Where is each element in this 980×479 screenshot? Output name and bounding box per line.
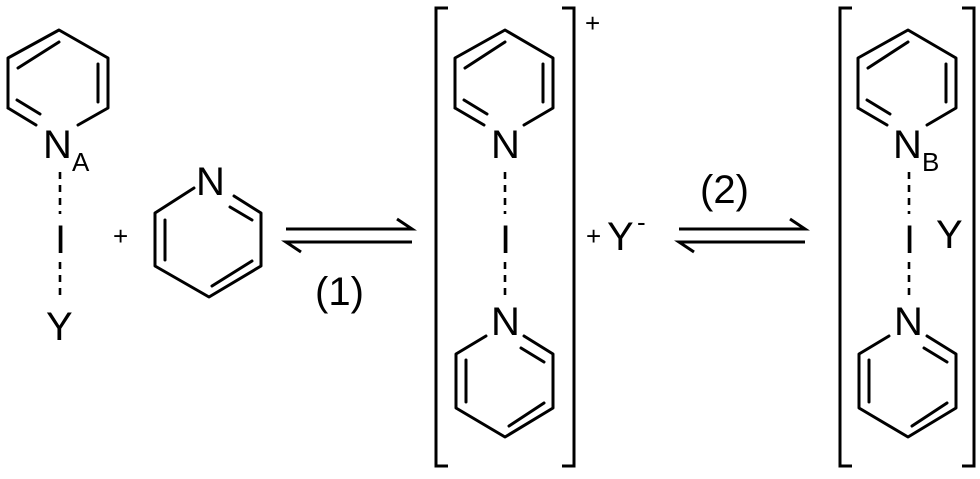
step-1-label: (1): [315, 270, 364, 314]
ion-pair-anion-y: Y: [936, 213, 963, 257]
pyridine-ring-cation-bottom: [454, 334, 555, 439]
pyridine-ring-ion-pair-bottom: [857, 334, 958, 439]
ion-pair-nitrogen-bottom: N: [894, 300, 923, 344]
nitrogen-a-label: N: [43, 123, 72, 167]
pyridine-ring-cation-top: [453, 28, 555, 127]
nitrogen-a-subscript: A: [72, 147, 90, 177]
plus-sign-2: +: [586, 221, 601, 251]
reactant-complex: N A I Y: [6, 28, 110, 349]
anion-y-label: Y: [46, 305, 73, 349]
plus-sign-1: +: [113, 221, 128, 251]
cation-nitrogen-bottom: N: [491, 300, 520, 344]
ion-pair-nitrogen-top: N: [893, 123, 922, 167]
bracket-left-1: [434, 6, 448, 468]
ion-pair-iodine: I: [904, 218, 915, 262]
bracket-left-2: [838, 6, 852, 468]
pyridine-ring-reactant: [6, 28, 110, 127]
iodine-label: I: [55, 218, 66, 262]
equilibrium-arrow-2: [674, 217, 810, 254]
free-anion-charge: -: [637, 207, 646, 237]
cation-iodine: I: [500, 218, 511, 262]
cation-nitrogen-top: N: [491, 123, 520, 167]
pyridine-nitrogen-label: N: [196, 160, 225, 204]
step-2-label: (2): [700, 168, 749, 212]
free-pyridine: N: [153, 160, 263, 299]
ion-pair-complex: N B I Y N: [838, 6, 976, 468]
bracket-right-2: [962, 6, 976, 468]
bracket-right-1: [562, 6, 576, 468]
nitrogen-b-subscript: B: [922, 147, 939, 177]
equilibrium-arrow-1: [281, 217, 417, 254]
free-anion-y: Y: [607, 215, 634, 259]
pyridine-ring-ion-pair-top: [856, 28, 958, 127]
cation-complex: + N I N: [434, 6, 600, 468]
cation-charge: +: [585, 8, 600, 38]
